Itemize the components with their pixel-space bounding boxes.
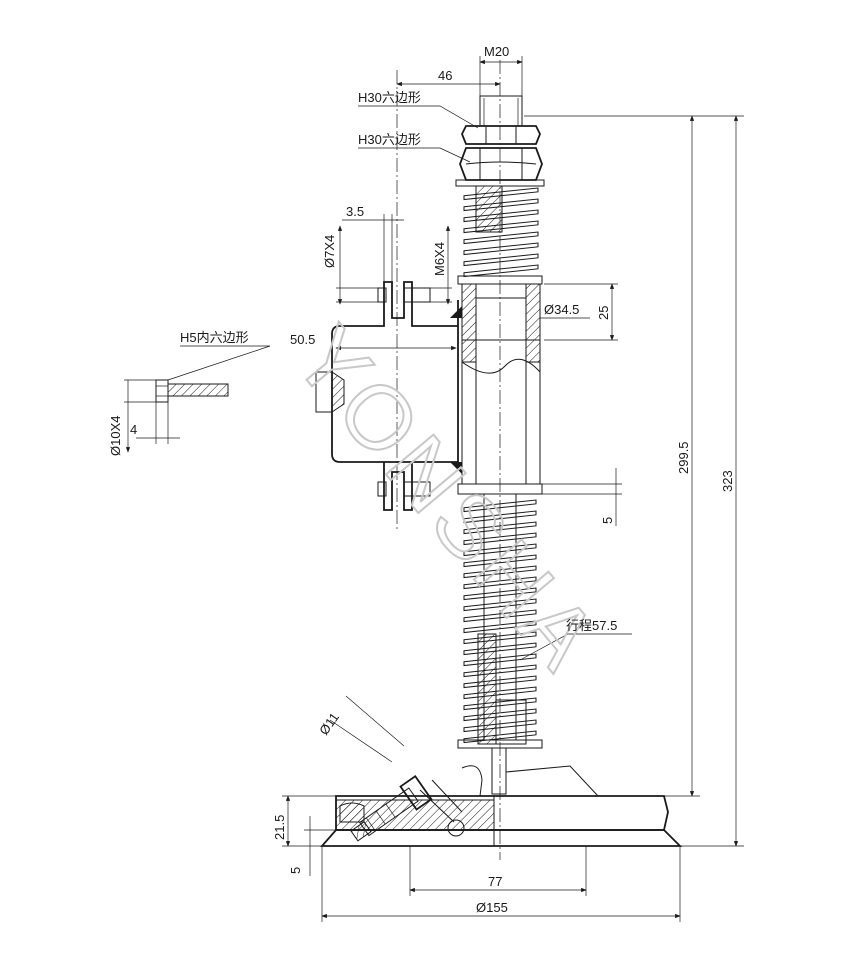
- spring-coil: [463, 499, 537, 513]
- spring-coil: [463, 242, 539, 256]
- label-77: 77: [488, 874, 502, 889]
- dimension-lines: [124, 56, 744, 922]
- guide-sleeve: [457, 283, 543, 495]
- suction-base: [320, 747, 683, 847]
- label-155: Ø155: [476, 900, 508, 915]
- label-5-left: 5: [288, 867, 303, 874]
- label-50-5: 50.5: [290, 332, 315, 347]
- label-h30-top: H30六边形: [358, 90, 421, 105]
- spring-coil: [463, 598, 537, 612]
- spring-coil: [463, 686, 537, 700]
- spring-coil: [463, 642, 537, 656]
- spring-coil: [463, 510, 537, 524]
- watermark: YONSHA: [275, 309, 619, 692]
- label-21-5: 21.5: [272, 815, 287, 840]
- spring-coil: [463, 708, 537, 722]
- spring-coil: [463, 220, 539, 234]
- label-46: 46: [438, 68, 452, 83]
- spring-coil: [463, 554, 537, 568]
- spring-coil: [463, 253, 539, 267]
- vacuum-fitting: [350, 765, 483, 842]
- spring-coil: [463, 664, 537, 678]
- spring-coil: [463, 697, 537, 711]
- label-stroke: 行程57.5: [566, 618, 617, 633]
- spring-coil: [463, 719, 537, 733]
- upper-spring: [457, 185, 543, 285]
- label-25: 25: [596, 306, 611, 320]
- spring-coil: [463, 231, 539, 245]
- spring-coil: [463, 587, 537, 601]
- spring-coil: [463, 543, 537, 557]
- label-299-5: 299.5: [676, 441, 691, 474]
- spring-coil: [463, 264, 539, 278]
- side-plug-detail: [155, 379, 229, 403]
- spring-coil: [463, 187, 539, 201]
- label-7x4: Ø7X4: [322, 235, 337, 268]
- label-m6x4: M6X4: [432, 242, 447, 276]
- label-m20: M20: [484, 44, 509, 59]
- spring-coil: [463, 675, 537, 689]
- label-4: 4: [130, 422, 137, 437]
- lower-spring: [457, 493, 543, 749]
- spring-coil: [463, 609, 537, 623]
- mounting-bracket: [315, 281, 462, 511]
- spring-coil: [463, 532, 537, 546]
- spring-coil: [463, 631, 537, 645]
- label-10x4: Ø10X4: [108, 416, 123, 456]
- label-h5: H5内六边形: [180, 330, 249, 345]
- spring-coil: [463, 730, 537, 744]
- spring-coil: [463, 620, 537, 634]
- label-3-5: 3.5: [346, 204, 364, 219]
- label-5-right: 5: [600, 517, 615, 524]
- spring-coil: [463, 521, 537, 535]
- label-11: Ø11: [316, 710, 342, 738]
- spring-coil: [463, 565, 537, 579]
- spring-coil: [463, 209, 539, 223]
- spring-coil: [463, 198, 539, 212]
- label-34-5: Ø34.5: [544, 302, 579, 317]
- label-h30-second: H30六边形: [358, 132, 421, 147]
- spring-coil: [463, 653, 537, 667]
- spring-coil: [463, 576, 537, 590]
- label-323: 323: [720, 470, 735, 492]
- dimension-labels: M20 46 H30六边形 H30六边形 3.5 Ø7X4 M6X4 Ø34.5…: [108, 44, 735, 915]
